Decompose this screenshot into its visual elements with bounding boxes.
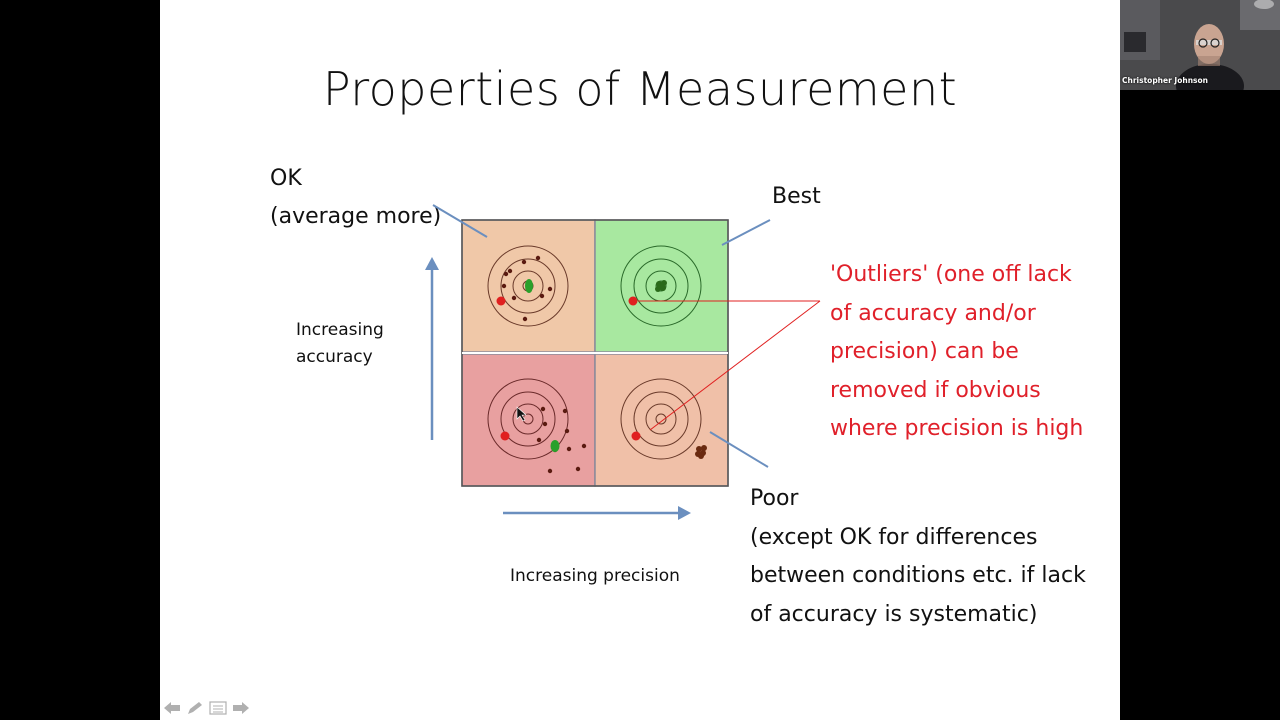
shots-bottom-left <box>536 406 587 474</box>
arrow-right-icon[interactable] <box>231 701 250 717</box>
best-connector <box>721 219 771 246</box>
poor-label-line3: between conditions etc. if lack <box>750 563 1086 588</box>
best-label: Best <box>772 184 821 209</box>
poor-connector <box>709 431 769 468</box>
shots-top-right <box>655 280 667 292</box>
pen-icon[interactable] <box>185 701 204 717</box>
ok-connector <box>432 204 488 238</box>
accuracy-label-line1: Increasing <box>296 320 384 340</box>
shots-bottom-right <box>695 445 707 459</box>
mouse-cursor <box>516 406 527 422</box>
ok-label-line1: OK <box>270 166 302 191</box>
note-line: where precision is high <box>830 416 1084 442</box>
precision-label: Increasing precision <box>510 566 680 586</box>
outlier-top-left <box>496 296 506 306</box>
accuracy-arrow <box>425 257 439 440</box>
note-line: precision) can be <box>830 339 1019 365</box>
target-bottom-right <box>620 378 702 460</box>
outlier-top-right <box>628 296 638 306</box>
note-line: removed if obvious <box>830 377 1041 403</box>
poor-label: Poor (except OK for differences between … <box>750 480 1086 634</box>
note-connector-bottom <box>649 300 821 431</box>
outlier-bottom-right <box>631 431 641 441</box>
note-line: 'Outliers' (one off lack <box>830 262 1072 287</box>
note-line: of accuracy and/or <box>830 300 1036 326</box>
slideshow-controls <box>162 700 250 718</box>
arrow-left-icon[interactable] <box>162 701 181 717</box>
mean-top-left <box>525 279 533 293</box>
webcam-thumbnail[interactable]: Christopher Johnson <box>1120 0 1280 90</box>
target-diagram <box>425 204 821 520</box>
participant-name: Christopher Johnson <box>1122 76 1208 85</box>
accuracy-label: Increasing accuracy <box>296 317 384 371</box>
poor-label-line4: of accuracy is systematic) <box>750 601 1038 627</box>
ok-label: OK (average more) <box>270 160 441 236</box>
menu-icon[interactable] <box>208 701 227 717</box>
outliers-note: 'Outliers' (one off lack of accuracy and… <box>830 256 1100 449</box>
shots-top-left <box>501 255 553 322</box>
mean-bottom-left <box>550 440 560 452</box>
presentation-slide: Properties of Measurement OK (average mo… <box>160 0 1120 720</box>
slide-title: Properties of Measurement <box>322 62 958 116</box>
quadrant-bottom-right <box>594 353 729 487</box>
quadrant-bottom-left <box>461 353 596 487</box>
ok-label-line2: (average more) <box>270 204 442 229</box>
target-bottom-left <box>487 378 569 460</box>
accuracy-label-line2: accuracy <box>296 347 373 367</box>
outlier-bottom-left <box>500 431 510 441</box>
poor-label-line2: (except OK for differences <box>750 524 1038 550</box>
precision-arrow <box>503 506 691 520</box>
poor-label-line1: Poor <box>750 486 799 511</box>
